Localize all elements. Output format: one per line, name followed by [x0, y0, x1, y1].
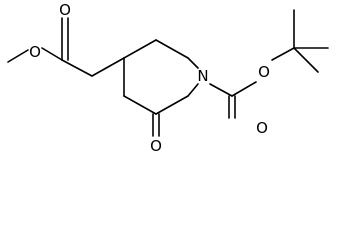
bond-carbonyl-c-ch2	[61, 59, 93, 77]
atom-label-ring-nitrogen: N	[197, 67, 208, 85]
atom-label-boc-carbonyl-oxygen: O	[256, 119, 268, 137]
bond-ring-c2-c3	[155, 95, 189, 115]
atom-label-boc-ether-oxygen: O	[258, 63, 270, 81]
bond-n-carbamate-c	[209, 83, 233, 97]
bond-ch2-ring-c4	[91, 57, 125, 77]
chemical-structure: O O O N O O	[7, 1, 329, 155]
bond-methyl-ester-o	[7, 49, 29, 63]
bond-ring-c5-c6	[155, 39, 189, 59]
atom-label-ester-carbonyl-oxygen: O	[59, 1, 71, 19]
bond-tbu-c-methyl-bottom	[293, 47, 319, 73]
bond-ring-n-c2	[187, 83, 199, 97]
bond-ring-c4-c5	[123, 39, 157, 59]
bond-carbamate-c-ether-o	[231, 81, 257, 97]
atom-label-ester-oxygen: O	[29, 43, 41, 61]
bond-ring-c6-n	[187, 57, 199, 69]
bond-ether-o-tbu-c	[271, 47, 295, 61]
bond-ester-o-carbonyl-c	[41, 47, 63, 61]
bond-ring-c3-c4	[123, 95, 157, 115]
atom-label-ketone-oxygen: O	[150, 137, 162, 155]
